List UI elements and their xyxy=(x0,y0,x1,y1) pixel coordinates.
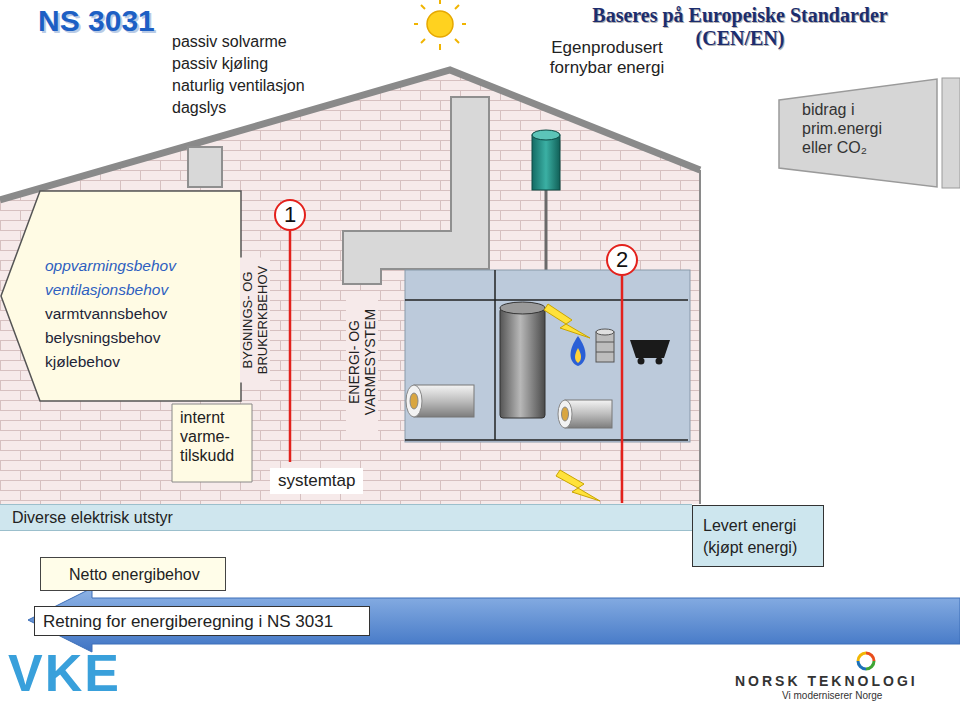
trapezoid-text: bidrag i prim.energi eller CO₂ xyxy=(802,100,902,157)
delivered-energy-box: Levert energi (kjøpt energi) xyxy=(692,505,824,567)
gas-flame-symbol xyxy=(571,336,586,366)
arrow-shape xyxy=(1,191,241,401)
heat-gain-label: internt varme-tilskudd xyxy=(180,408,250,465)
boundary-line xyxy=(621,276,624,503)
box-text: Levert energi (kjøpt energi) xyxy=(703,515,815,559)
callout-circle: 2 xyxy=(606,244,638,276)
demand-item: oppvarmingsbehov xyxy=(45,254,242,278)
trap-shape xyxy=(779,79,937,187)
box-text: Retning for energiberegning i NS 3031 xyxy=(43,612,361,632)
logo-slogan: Vi moderniserer Norge xyxy=(782,690,882,702)
diagram-title: NS 3031 xyxy=(38,4,155,38)
norsk-teknologi-logo-text: NORSK TEKNOLOGI xyxy=(735,673,918,689)
strategy-text: naturlig ventilasjon xyxy=(172,76,305,95)
demand-item: ventilasjonsbehov xyxy=(45,278,242,302)
demand-item: kjølebehov xyxy=(45,350,242,374)
direction-arrow xyxy=(28,588,960,652)
zone-label: ENERGI- OG VARMESYSTEM xyxy=(346,292,378,432)
boundary-line xyxy=(289,231,292,462)
equipment-band: Diverse elektrisk utstyr xyxy=(0,504,692,531)
coal-cart-symbol xyxy=(630,340,670,365)
solar-collector xyxy=(532,130,560,270)
roof-line xyxy=(0,70,700,200)
net-energy-box: Netto energibehov xyxy=(40,557,226,591)
callout-number: 2 xyxy=(616,249,628,271)
band-text: Diverse elektrisk utstyr xyxy=(12,508,692,528)
sun-symbol xyxy=(414,0,466,50)
oil-barrel-symbol xyxy=(596,329,614,362)
norsk-teknologi-logo xyxy=(858,653,874,669)
strategy-text: passiv solvarme xyxy=(172,32,287,51)
box-text: Netto energibehov xyxy=(69,565,215,585)
demand-arrow: oppvarmingsbehovventilasjonsbehovvarmtva… xyxy=(0,190,242,402)
electricity-symbol xyxy=(556,470,600,501)
house-wall xyxy=(0,70,700,504)
callout-number: 1 xyxy=(284,204,296,226)
zone-label: BYGNINGS- OG BRUKERKBEHOV xyxy=(240,258,270,383)
demand-item: belysningsbehov xyxy=(45,326,242,350)
house-wall-edge xyxy=(699,170,701,504)
heat-gain-arrow xyxy=(172,404,252,482)
system-loss-label: systemtap xyxy=(270,468,363,494)
electricity-symbol xyxy=(544,304,590,338)
energy-system-panel xyxy=(405,270,690,442)
demand-item: varmtvannsbehov xyxy=(45,302,242,326)
strategy-text: passiv kjøling xyxy=(172,54,268,73)
primary-energy-trapezoid: bidrag i prim.energi eller CO₂ xyxy=(778,78,938,188)
calculation-direction-box: Retning for energiberegning i NS 3031 xyxy=(34,606,370,636)
callout-circle: 1 xyxy=(274,199,306,231)
renewable-label: Egenprodusert fornybar energi xyxy=(532,38,682,78)
vke-logo: VKE xyxy=(8,646,121,700)
cut-panel xyxy=(942,78,960,188)
strategy-text: dagslys xyxy=(172,98,226,117)
